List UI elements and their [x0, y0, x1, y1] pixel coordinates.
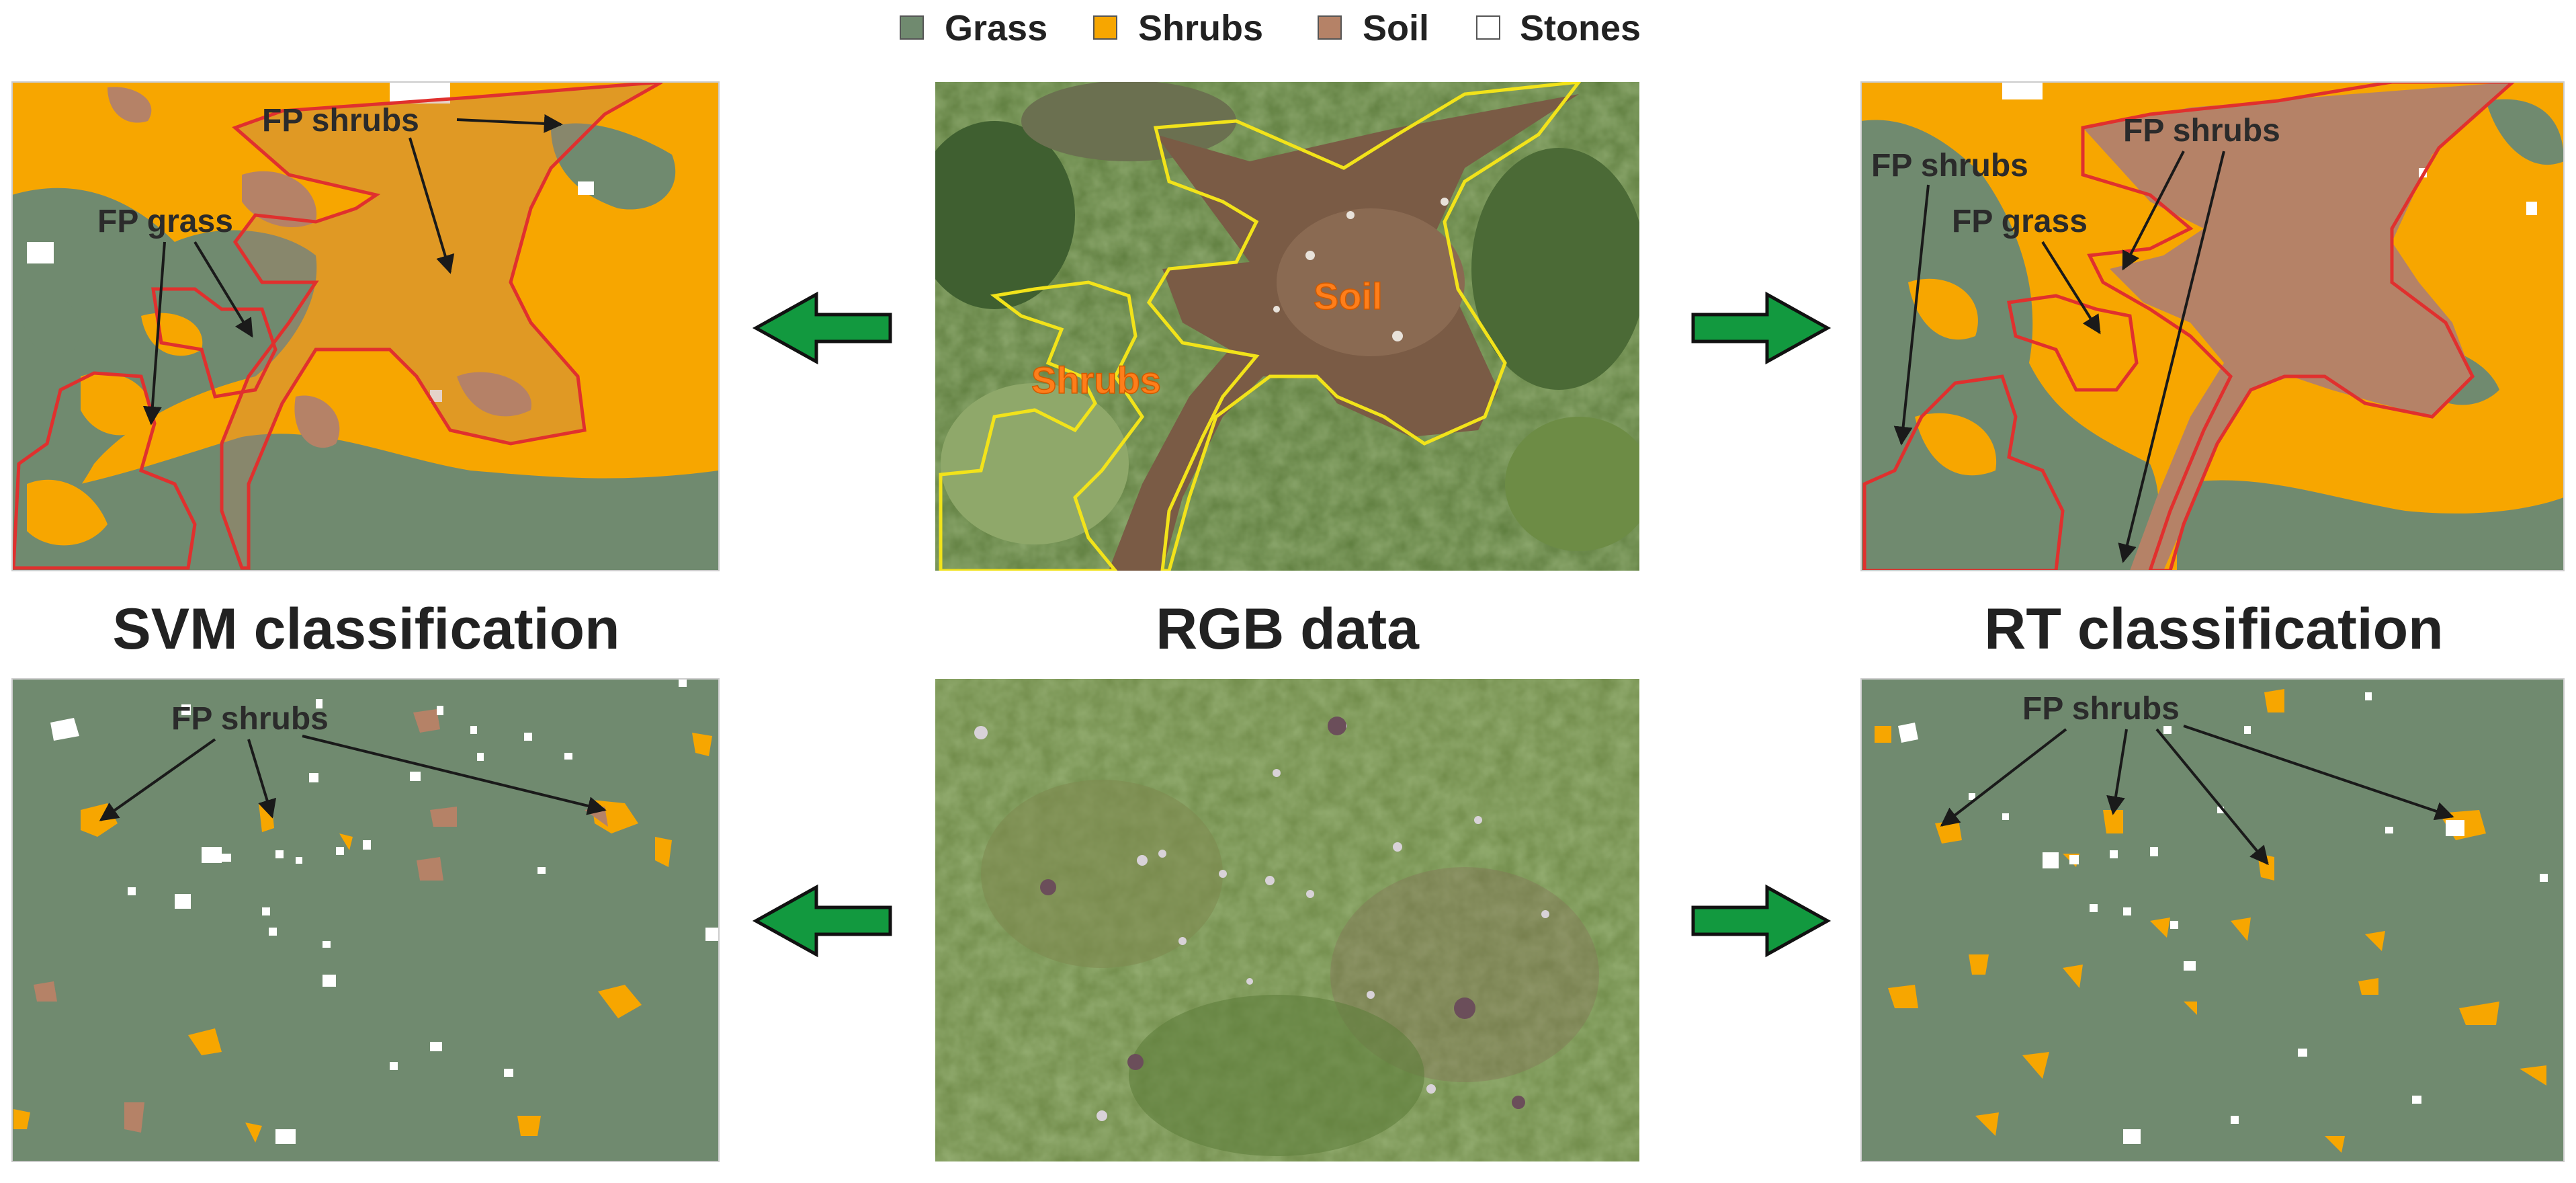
svm-bottom-panel [12, 679, 719, 1161]
rgb-top-label-soil: Soil [1314, 275, 1383, 317]
svm-top-fp-grass-outline-2 [12, 371, 197, 570]
rt-top-fp-shrubs-left-label: FP shrubs [1871, 148, 2028, 183]
svm-top-fp-shrubs-pointer [456, 114, 563, 133]
legend-swatch-shrubs [1093, 15, 1117, 40]
svm-top-panel [12, 82, 719, 571]
arrow-right-icon [1691, 291, 1832, 365]
legend-item-soil: Soil [1318, 8, 1429, 48]
legend-label-shrubs: Shrubs [1138, 8, 1263, 48]
legend-swatch-grass [900, 15, 924, 40]
rgb-bottom-photo [935, 679, 1639, 1161]
svm-classification-title: SVM classification [112, 597, 619, 661]
svm-top-grass-bottom [12, 434, 719, 571]
rt-top-fp-grass-label: FP grass [1952, 204, 2088, 239]
rt-bottom-fp-shrubs-pointer-3 [2155, 728, 2269, 866]
rgb-top-photo: Soil Shrubs [935, 82, 1639, 571]
rt-top-fp-shrubs-right-label: FP shrubs [2123, 113, 2280, 149]
legend-label-soil: Soil [1363, 8, 1429, 48]
svm-top-fp-shrubs-outline [220, 82, 663, 570]
svm-top-fp-shrubs-pointer-2 [409, 137, 455, 274]
rt-top-fp-grass-pointer [2041, 241, 2101, 335]
legend: Grass Shrubs Soil Stones [900, 8, 1641, 48]
rgb-top-soil-outline [1146, 82, 1582, 571]
arrow-right-icon [1691, 884, 1832, 958]
legend-label-grass: Grass [945, 8, 1047, 48]
rt-bottom-fp-shrubs-pointer-1 [1940, 728, 2067, 827]
rt-top-fp-shrubs-left-pointer [1893, 184, 1930, 446]
rt-top-fp-shrubs-right-pointer [2122, 151, 2185, 271]
legend-label-stones: Stones [1520, 8, 1641, 48]
rt-bottom-fp-shrubs-pointer-2 [2106, 729, 2128, 815]
rt-top-fp-grass-outline [2007, 294, 2139, 392]
legend-item-shrubs: Shrubs [1093, 8, 1263, 48]
rt-top-fp-shrubs-outline [2081, 82, 2516, 571]
rt-bottom-fp-shrubs-label: FP shrubs [2022, 691, 2180, 727]
svm-top-fp-grass-label: FP grass [97, 204, 233, 239]
legend-swatch-soil [1318, 15, 1342, 40]
svm-bottom-fp-shrubs-label: FP shrubs [171, 701, 329, 737]
rgb-data-title: RGB data [1156, 597, 1420, 661]
rt-top-fp-shrubs-outline-2 [1862, 374, 2065, 571]
rt-bottom-panel [1861, 679, 2564, 1161]
legend-swatch-stones [1476, 15, 1500, 40]
arrow-left-icon [752, 884, 892, 958]
rt-bottom-fp-shrubs-pointer-4 [2183, 725, 2454, 821]
rgb-top-label-shrubs: Shrubs [1031, 359, 1161, 401]
rgb-top-shrubs-outline [939, 280, 1145, 571]
legend-item-stones: Stones [1476, 8, 1641, 48]
rt-top-fp-shrubs-right-pointer-2 [2118, 151, 2225, 563]
rt-classification-title: RT classification [1984, 597, 2443, 661]
svm-top-fp-grass-pointer [194, 241, 253, 338]
rt-top-panel [1861, 82, 2564, 571]
svm-bottom-fp-shrubs-pointer-2 [247, 739, 277, 819]
svm-bottom-fp-shrubs-pointer-1 [99, 738, 216, 821]
legend-item-grass: Grass [900, 8, 1047, 48]
svm-top-fp-shrubs-label: FP shrubs [262, 103, 419, 138]
svm-top-fp-grass-outline [151, 287, 277, 399]
svm-bottom-fp-shrubs-pointer-3 [302, 735, 607, 815]
svm-top-fp-grass-pointer-2 [142, 241, 166, 425]
svm-top-grass-region [12, 188, 317, 551]
arrow-left-icon [752, 291, 892, 365]
